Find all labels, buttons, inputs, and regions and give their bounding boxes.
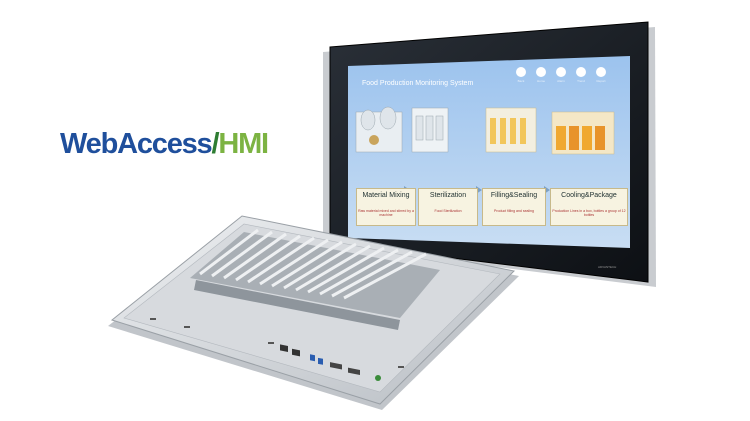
stage-material-mixing[interactable]: Material Mixing Raw material mixed and s…: [356, 188, 416, 226]
stage-description: Food Sterilization: [434, 209, 462, 213]
screen-title: Food Production Monitoring System: [362, 80, 474, 87]
back-nav-button[interactable]: [516, 67, 526, 77]
home-nav-button[interactable]: [536, 67, 546, 77]
logo-webaccess-text: WebAccess: [60, 128, 213, 160]
back-panel-enclosure: [108, 215, 519, 410]
stage-cooling-package[interactable]: Cooling&Package Production Lines in a bo…: [550, 188, 628, 226]
stage-description: Raw material mixed and stirred by a mach…: [358, 209, 414, 217]
stage-title: Cooling&Package: [561, 192, 617, 199]
stage-filling-sealing[interactable]: Filling&Sealing Product filling and seal…: [482, 188, 546, 226]
stage-sterilization[interactable]: Sterilization Food Sterilization: [418, 188, 478, 226]
logo-slash: /: [211, 128, 219, 160]
webaccess-hmi-logo: WebAccess/HMI: [60, 128, 269, 161]
screen-factory-illustration: [355, 106, 615, 194]
stage-title: Filling&Sealing: [490, 192, 538, 199]
stage-description: Production Lines in a box, bottles a gro…: [552, 209, 626, 217]
home-nav-label: Home: [536, 79, 545, 83]
alarm-nav-button[interactable]: [556, 67, 566, 77]
trend-nav-button[interactable]: [576, 67, 586, 77]
svg-text:ADVANTECH: ADVANTECH: [598, 265, 616, 269]
report-nav-label: Report: [596, 79, 606, 83]
heatsink-fins: [190, 228, 440, 318]
logo-hmi-text: HMI: [218, 128, 269, 160]
stage-title: Material Mixing: [362, 192, 410, 199]
hmi-screen: Food Production Monitoring System Back H…: [352, 60, 630, 249]
stage-title: Sterilization: [429, 192, 467, 199]
trend-nav-label: Trend: [577, 79, 585, 83]
back-nav-label: Back: [517, 79, 525, 83]
report-nav-button[interactable]: [596, 67, 606, 77]
alarm-nav-label: Alarm: [557, 79, 565, 83]
stage-description: Product filling and sealing: [494, 209, 534, 213]
